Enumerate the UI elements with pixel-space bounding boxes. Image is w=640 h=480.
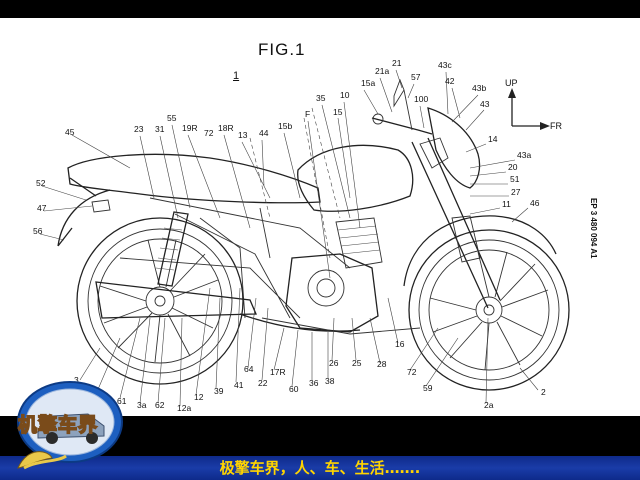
exhaust — [239, 313, 361, 332]
front-wheel — [408, 229, 570, 391]
direction-indicator — [508, 88, 550, 130]
part-label: 61 — [117, 396, 127, 406]
rear-shock — [157, 211, 189, 287]
part-label: 43 — [480, 99, 490, 109]
part-label: 15a — [361, 78, 375, 88]
part-label: 41 — [234, 380, 244, 390]
part-label: 72 — [204, 128, 214, 138]
front-label: FR — [550, 121, 562, 131]
seat — [67, 153, 321, 204]
engine — [261, 217, 421, 335]
part-label: 45 — [65, 127, 75, 137]
part-label: 55 — [167, 113, 177, 123]
part-label: 13 — [238, 130, 248, 140]
part-label: 21a — [375, 66, 389, 76]
handlebar — [371, 117, 433, 135]
part-label: 15b — [278, 121, 292, 131]
figure-title: FIG.1 — [258, 40, 306, 59]
up-label: UP — [505, 78, 518, 88]
part-label: F — [305, 109, 310, 119]
part-label: 18R — [218, 123, 234, 133]
publication-number: EP 3 480 094 A1 — [589, 198, 598, 259]
part-label: 72 — [407, 367, 417, 377]
swing-arm — [95, 281, 257, 319]
front-fender — [403, 215, 557, 287]
part-label: 56 — [33, 226, 43, 236]
part-label: 35 — [316, 93, 326, 103]
part-label: 2 — [541, 387, 546, 397]
logo-text: 机擎车界 — [17, 413, 99, 437]
part-label: 43a — [517, 150, 531, 160]
slogan-banner: 极擎车界，人、车、生活……. — [0, 456, 640, 480]
part-label: 28 — [377, 359, 387, 369]
part-label: 12 — [194, 392, 204, 402]
part-label: 39 — [214, 386, 224, 396]
part-label: 36 — [309, 378, 319, 388]
part-label: 12a — [177, 403, 191, 413]
headlight-cowl — [427, 107, 481, 189]
part-label: 21 — [392, 58, 402, 68]
rear-wheel — [76, 217, 244, 385]
part-label: 15 — [333, 107, 343, 117]
part-label: 64 — [244, 364, 254, 374]
part-label: 19R — [182, 123, 198, 133]
part-label: 3 — [74, 375, 79, 385]
part-label: 16 — [395, 339, 405, 349]
rear-fender — [57, 177, 111, 247]
part-label: 43b — [472, 83, 486, 93]
part-label: 23 — [134, 124, 144, 134]
site-logo — [17, 381, 123, 470]
part-label: 100 — [414, 94, 428, 104]
part-label: 51 — [510, 174, 520, 184]
part-label: 2a — [484, 400, 494, 410]
part-label: 3a — [137, 400, 147, 410]
part-label: 57 — [411, 72, 421, 82]
part-label: 20 — [508, 162, 518, 172]
slogan-text: 极擎车界，人、车、生活……. — [219, 459, 421, 477]
part-label: 14 — [488, 134, 498, 144]
front-fork — [411, 137, 501, 309]
part-label: 44 — [259, 128, 269, 138]
part-label: 38 — [325, 376, 335, 386]
part-label: 60 — [289, 384, 299, 394]
part-label: 42 — [445, 76, 455, 86]
part-label: 43c — [438, 60, 452, 70]
part-label: 52 — [36, 178, 46, 188]
part-label: 25 — [352, 358, 362, 368]
part-label: 59 — [423, 383, 433, 393]
part-label: 26 — [329, 358, 339, 368]
part-label: 31 — [155, 124, 165, 134]
part-label: 10 — [340, 90, 350, 100]
part-label: 62 — [155, 400, 165, 410]
part-label: 27 — [511, 187, 521, 197]
part-label: 22 — [258, 378, 268, 388]
part-label: 47 — [37, 203, 47, 213]
part-label: 17R — [270, 367, 286, 377]
part-label: 46 — [530, 198, 540, 208]
figure-number: 1 — [233, 70, 240, 82]
part-label: 11 — [502, 199, 511, 209]
fuel-tank — [297, 144, 414, 212]
